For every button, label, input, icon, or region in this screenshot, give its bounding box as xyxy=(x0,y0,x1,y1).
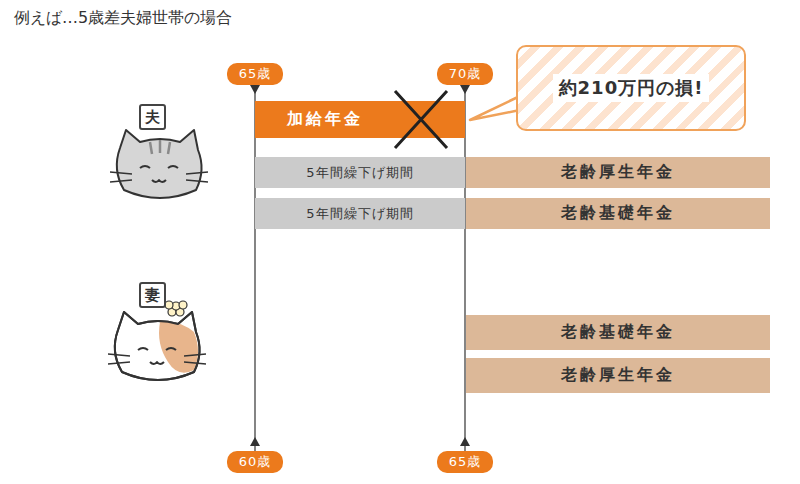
node-label: 夫 xyxy=(145,108,160,127)
node-label: 老齢厚生年金 xyxy=(561,365,675,386)
node-label: 70歳 xyxy=(449,65,482,83)
node-label: 加給年金 xyxy=(287,109,363,130)
age-pill: 65歳 xyxy=(437,451,493,473)
node-label: 65歳 xyxy=(239,65,272,83)
age-marker xyxy=(250,85,470,446)
wife-cat xyxy=(108,301,206,380)
node-label: 老齢基礎年金 xyxy=(561,322,675,343)
age-pill: 70歳 xyxy=(437,63,493,85)
pension-bar: 老齢基礎年金 xyxy=(466,198,770,229)
node-label: 妻 xyxy=(145,286,160,305)
person-tag: 妻 xyxy=(139,282,166,308)
person-tag: 夫 xyxy=(139,104,166,130)
pension-bar: 老齢厚生年金 xyxy=(466,358,770,393)
title: 例えば…5歳差夫婦世帯の場合 xyxy=(14,8,232,29)
node-label: 5年間繰下げ期間 xyxy=(306,164,413,182)
deferral-bar: 5年間繰下げ期間 xyxy=(255,157,465,188)
age-pill: 60歳 xyxy=(227,451,283,473)
node-label: 老齢厚生年金 xyxy=(561,162,675,183)
node-label: 65歳 xyxy=(449,453,482,471)
pension-bar: 老齢基礎年金 xyxy=(466,315,770,350)
loss-callout: 約210万円の損! xyxy=(516,45,746,131)
timeline-line xyxy=(464,85,465,451)
timeline-line xyxy=(254,85,255,451)
node-label: 60歳 xyxy=(239,453,272,471)
title-text: 例えば…5歳差夫婦世帯の場合 xyxy=(14,8,232,27)
pension-bar: 加給年金 xyxy=(255,101,465,138)
husband-cat xyxy=(110,130,208,198)
node-label: 老齢基礎年金 xyxy=(561,203,675,224)
callout-tail xyxy=(470,96,520,120)
cross-mark xyxy=(395,91,447,148)
node-label: 5年間繰下げ期間 xyxy=(306,205,413,223)
deferral-bar: 5年間繰下げ期間 xyxy=(255,198,465,229)
node-label: 約210万円の損! xyxy=(553,74,710,102)
pension-bar: 老齢厚生年金 xyxy=(466,157,770,188)
age-pill: 65歳 xyxy=(227,63,283,85)
